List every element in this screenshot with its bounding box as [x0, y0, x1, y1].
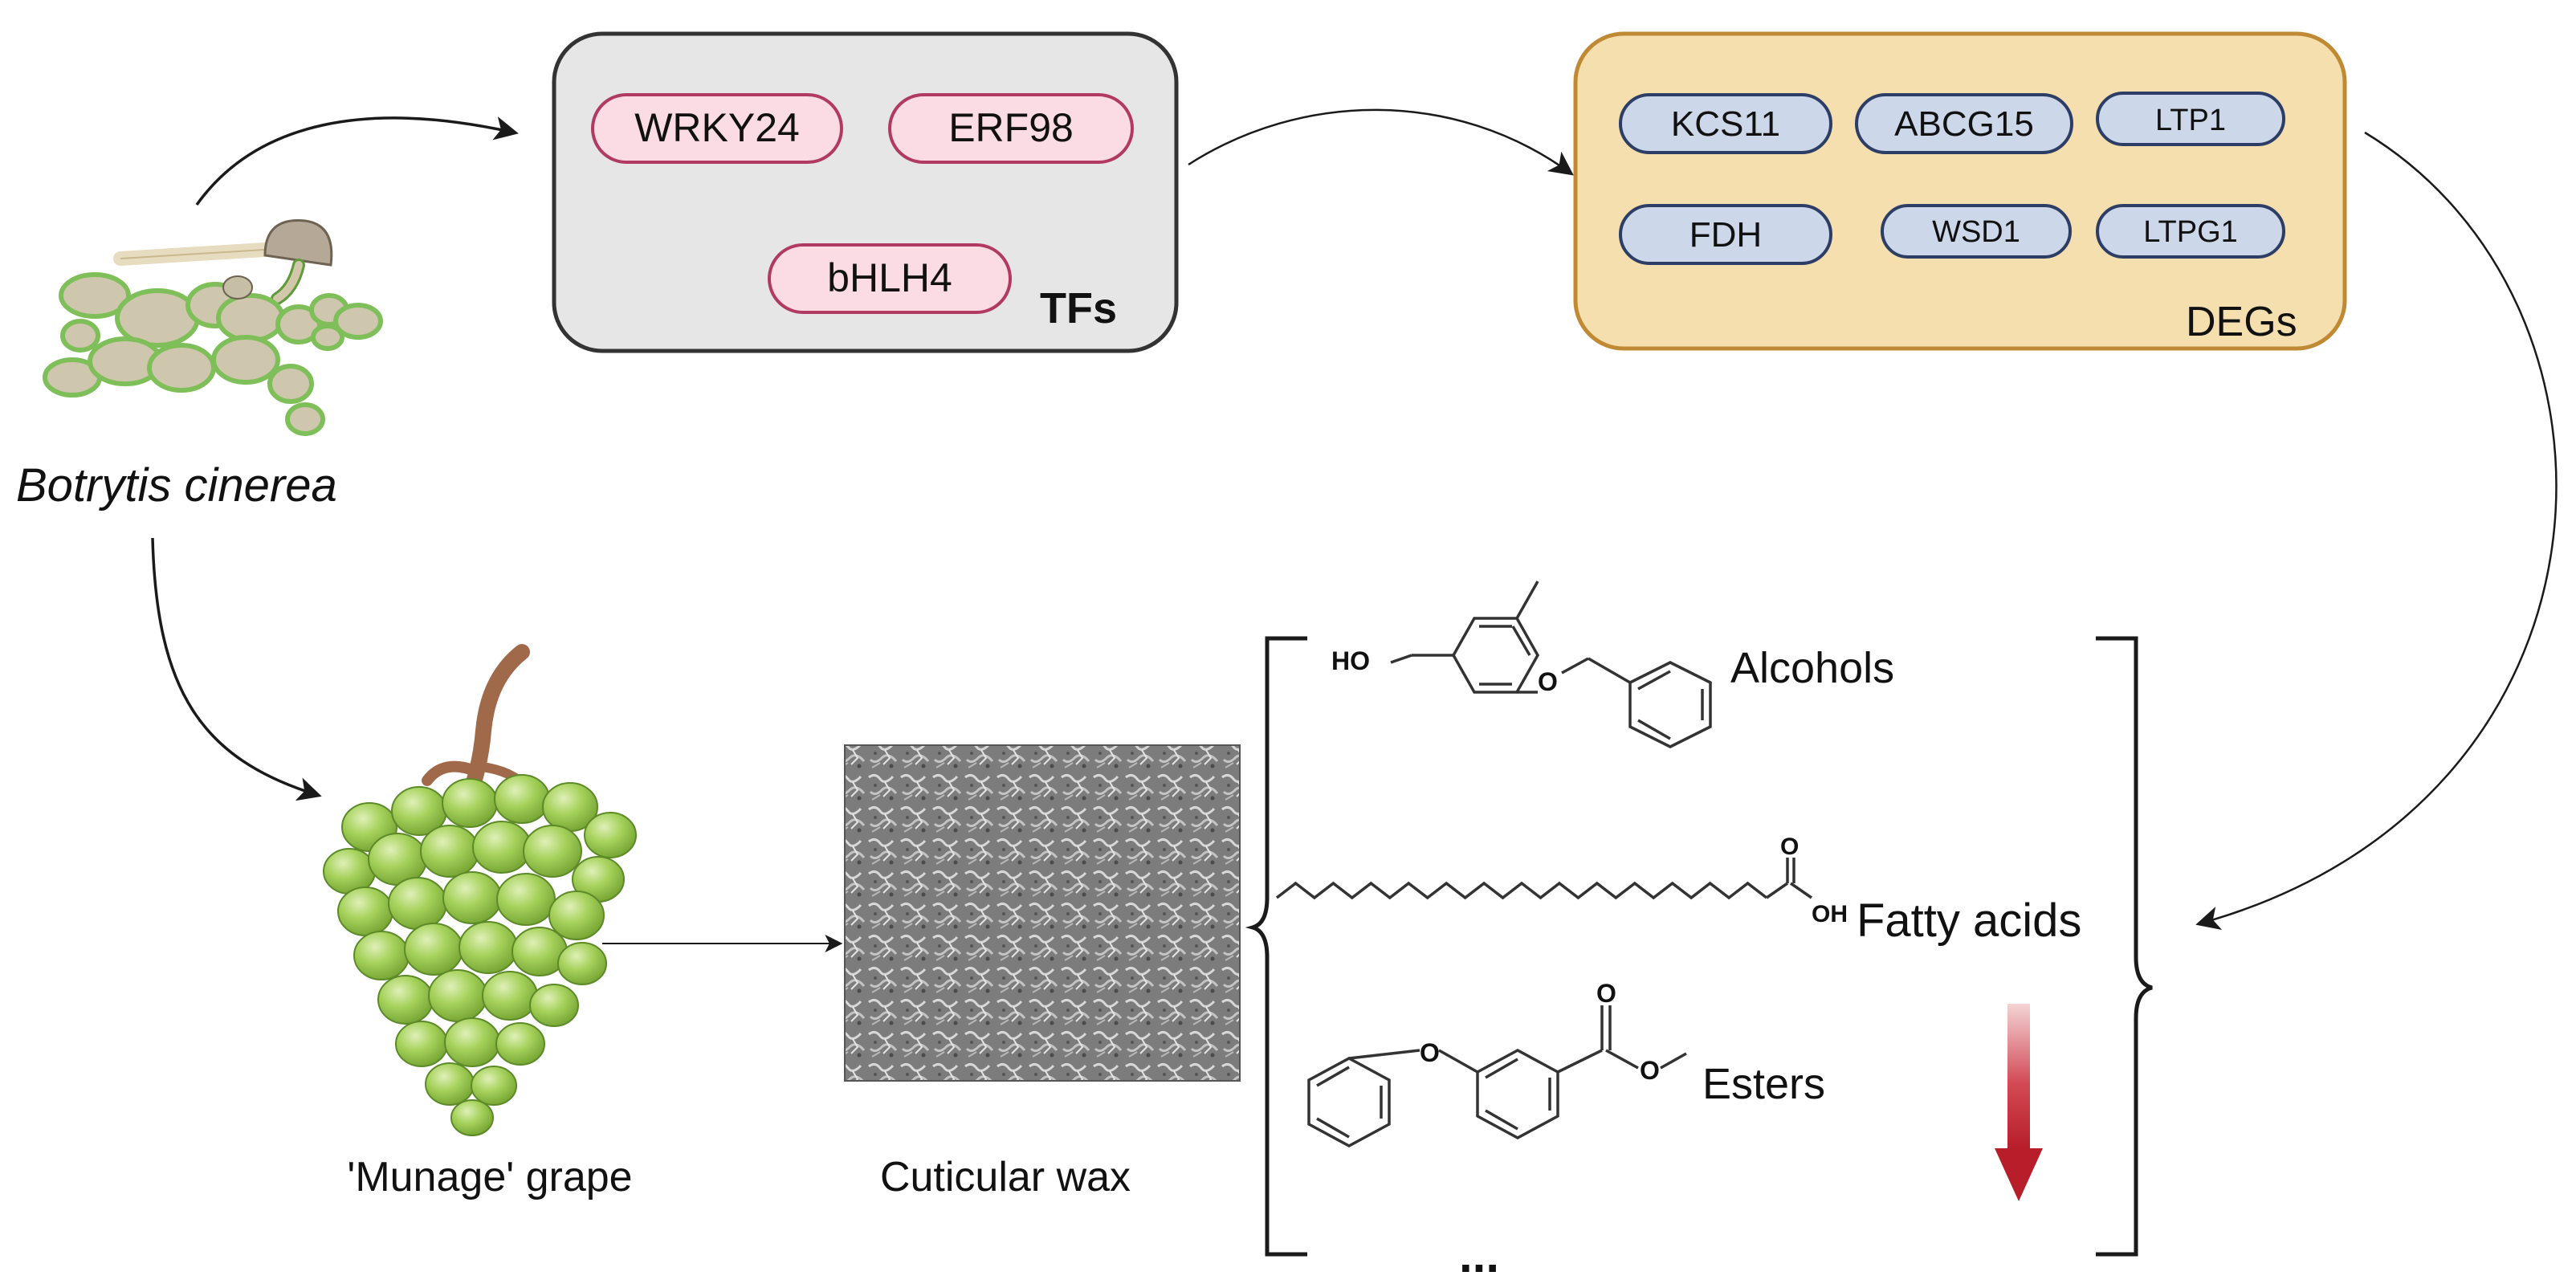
ester-o-carbonyl-label: O [1596, 979, 1616, 1008]
degs-box: KCS11 ABCG15 LTP1 FDH WSD1 LTPG1 DEGs [1573, 31, 2347, 351]
arrow-degs-to-wax [2195, 131, 2558, 931]
deg-pill-kcs11: KCS11 [1619, 93, 1832, 154]
tf-erf98-label: ERF98 [948, 105, 1074, 150]
arrow-pathogen-to-grape [151, 537, 322, 801]
ester-structure [1307, 1005, 1687, 1147]
alcohol-ho-label: HO [1331, 646, 1370, 675]
alcohol-structure [1390, 581, 1712, 748]
deg-pill-ltpg1: LTPG1 [2096, 204, 2285, 259]
deg-pill-abcg15: ABCG15 [1855, 93, 2073, 154]
ester-o-link-label: O [1640, 1056, 1660, 1085]
botrytis-cinerea-label: Botrytis cinerea [16, 459, 337, 512]
tf-pill-bhlh4: bHLH4 [768, 243, 1012, 314]
botrytis-cinerea-icon [43, 219, 383, 436]
deg-pill-ltp1: LTP1 [2096, 92, 2285, 146]
cuticular-wax-label: Cuticular wax [880, 1154, 1131, 1200]
tf-pill-erf98: ERF98 [888, 93, 1134, 164]
more-compounds-ellipsis: ... [1459, 1229, 1499, 1282]
deg-pill-wsd1: WSD1 [1881, 204, 2072, 259]
grape-label: 'Munage' grape [347, 1154, 632, 1200]
grape-cluster-icon [323, 644, 637, 1136]
tfs-title: TFs [1040, 284, 1117, 332]
tf-wrky24-label: WRKY24 [634, 105, 800, 150]
decrease-arrow [1995, 1004, 2043, 1201]
deg-wsd1-label: WSD1 [1932, 215, 2020, 249]
cuticular-wax-sem-image [844, 744, 1241, 1082]
fatty-acids-label: Fatty acids [1857, 895, 2081, 947]
fatty-acid-o-label: O [1780, 834, 1799, 860]
tfs-box: WRKY24 ERF98 bHLH4 TFs [552, 31, 1179, 353]
fatty-acid-carboxyl [1766, 858, 1812, 899]
tf-pill-wrky24: WRKY24 [591, 93, 843, 164]
deg-ltpg1-label: LTPG1 [2143, 215, 2238, 249]
deg-pill-fdh: FDH [1619, 204, 1832, 265]
right-bracket [2096, 636, 2153, 1257]
deg-kcs11-label: KCS11 [1671, 104, 1780, 144]
deg-ltp1-label: LTP1 [2155, 104, 2226, 137]
degs-title: DEGs [2186, 299, 2297, 345]
alcohol-o-label: O [1538, 667, 1558, 696]
tf-bhlh4-label: bHLH4 [827, 255, 952, 300]
deg-abcg15-label: ABCG15 [1894, 104, 2034, 144]
deg-fdh-label: FDH [1689, 215, 1762, 255]
fatty-acid-chain [1275, 881, 1768, 900]
esters-label: Esters [1702, 1060, 1825, 1108]
arrow-pathogen-to-tfs [195, 116, 519, 206]
fatty-acid-oh-label: OH [1812, 901, 1848, 927]
ester-o-ether-label: O [1420, 1038, 1440, 1067]
alcohols-label: Alcohols [1730, 644, 1894, 692]
left-bracket [1245, 636, 1307, 1257]
arrow-tfs-to-degs [1188, 108, 1574, 176]
